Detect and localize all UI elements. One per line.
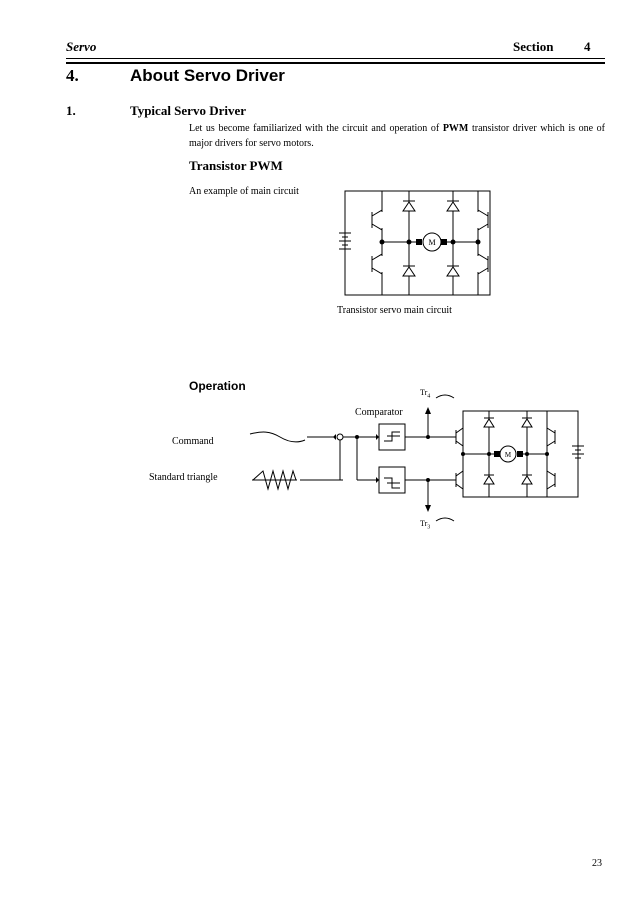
triangle-wave-icon [252, 469, 297, 491]
motor-label-2: M [505, 451, 512, 459]
transistor-icon [371, 209, 489, 275]
motor-icon [499, 445, 517, 463]
tr3-label-text: Tr [420, 519, 428, 528]
diode-icon [402, 200, 460, 277]
chapter-title: About Servo Driver [130, 66, 285, 85]
running-header-section-number: 4 [584, 39, 591, 54]
page-number: 23 [592, 858, 602, 869]
chapter-number: 4. [66, 66, 79, 85]
tr3-subscript: 3 [427, 524, 431, 531]
intro-text-2: transistor driver which is one of major … [189, 123, 605, 149]
comparator-label: Comparator [355, 407, 403, 418]
tr3-label: Tr3 [420, 519, 430, 531]
operation-heading: Operation [189, 379, 246, 393]
running-header-title: Servo [66, 39, 97, 54]
motor-icon [422, 232, 442, 252]
section-title: Typical Servo Driver [130, 103, 247, 118]
intro-text-1: Let us become familiarized with the circ… [189, 123, 443, 134]
command-label: Command [172, 436, 214, 447]
tr4-label-text: Tr [420, 388, 428, 397]
section-number: 1. [66, 103, 76, 118]
transistor-pwm-heading: Transistor PWM [189, 158, 283, 173]
triangle-label: Standard triangle [149, 472, 218, 483]
tr4-subscript: 4 [427, 393, 431, 400]
tr4-label: Tr4 [420, 388, 430, 400]
main-circuit-frame [344, 190, 491, 296]
running-header-section-label: Section [513, 39, 554, 54]
comparator-icon [378, 423, 406, 494]
motor-label-1: M [428, 238, 435, 247]
header-rule-thin [66, 58, 605, 59]
intro-text-bold: PWM [442, 123, 469, 134]
bridge-circuit-frame [462, 410, 579, 498]
sine-wave-icon [249, 431, 306, 443]
figure-caption: Transistor servo main circuit [337, 305, 452, 316]
intro-paragraph: Let us become familiarized with the circ… [189, 121, 605, 151]
header-rule-thick [66, 62, 605, 64]
example-caption: An example of main circuit [189, 186, 299, 197]
